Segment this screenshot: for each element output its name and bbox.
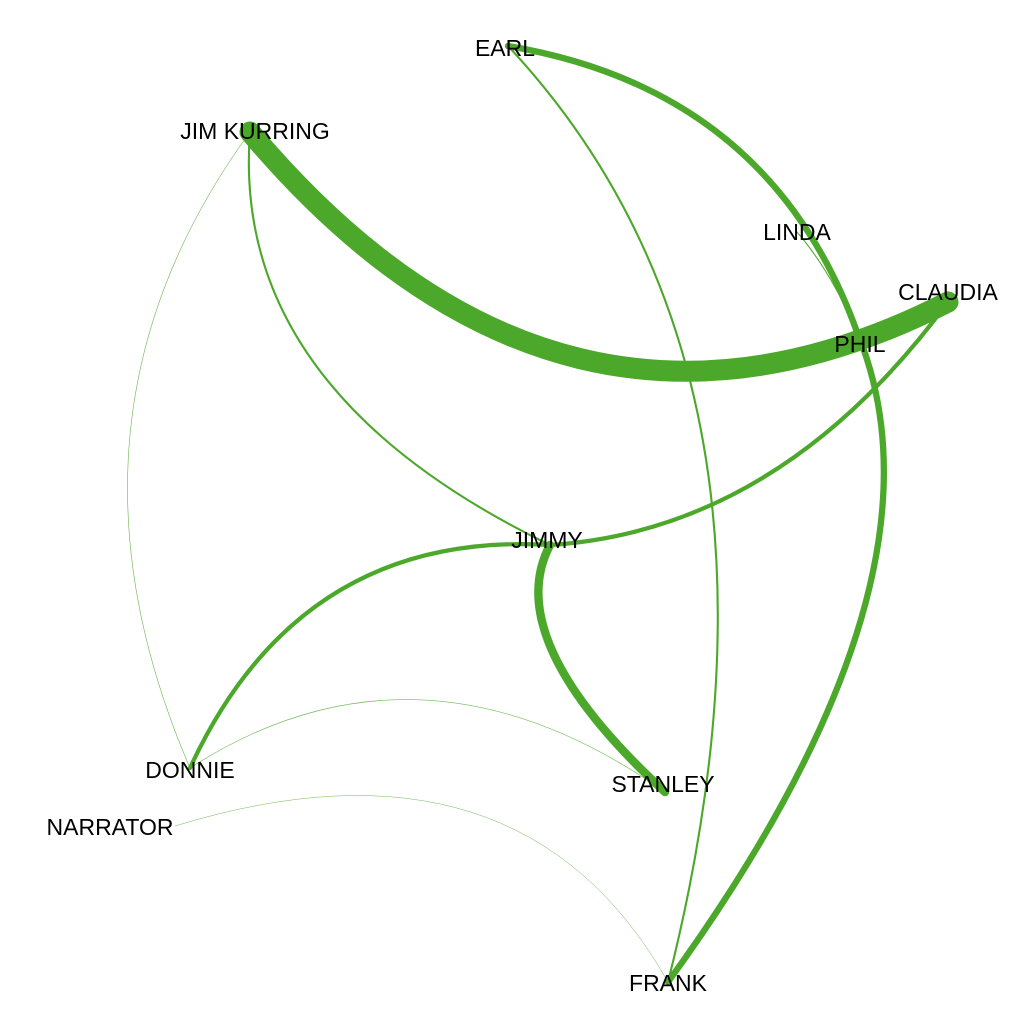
node-label-jimmy: JIMMY [511, 527, 583, 553]
node-label-frank: FRANK [629, 970, 708, 996]
labels-layer: EARL JIM KURRING LINDA CLAUDIA PHIL JIMMY DONN… [47, 35, 999, 996]
node-label-linda: LINDA [763, 219, 831, 245]
edge-jimmy-claudia [547, 299, 951, 548]
node-label-phil: PHIL [834, 331, 885, 357]
node-label-claudia: CLAUDIA [898, 279, 998, 305]
node-label-stanley: STANLEY [611, 771, 714, 797]
edge-earl-frank [506, 44, 719, 984]
edge-earl-phil [504, 42, 861, 336]
edge-narrator-frank [174, 795, 669, 983]
edge-jim-kurring-donnie [127, 131, 251, 769]
node-label-donnie: DONNIE [145, 757, 234, 783]
edge-jim-kurring-jimmy [247, 130, 552, 547]
edge-linda-phil [796, 231, 858, 333]
edge-jimmy-stanley [534, 540, 670, 797]
node-label-jim-kurring: JIM KURRING [180, 118, 330, 144]
edge-phil-frank [664, 328, 887, 986]
edge-jimmy-donnie [187, 542, 553, 771]
node-label-earl: EARL [475, 35, 535, 61]
edge-jim-kurring-claudia [239, 121, 959, 382]
edges-layer [127, 42, 959, 986]
edge-donnie-stanley [189, 699, 666, 793]
node-label-narrator: NARRATOR [47, 814, 174, 840]
